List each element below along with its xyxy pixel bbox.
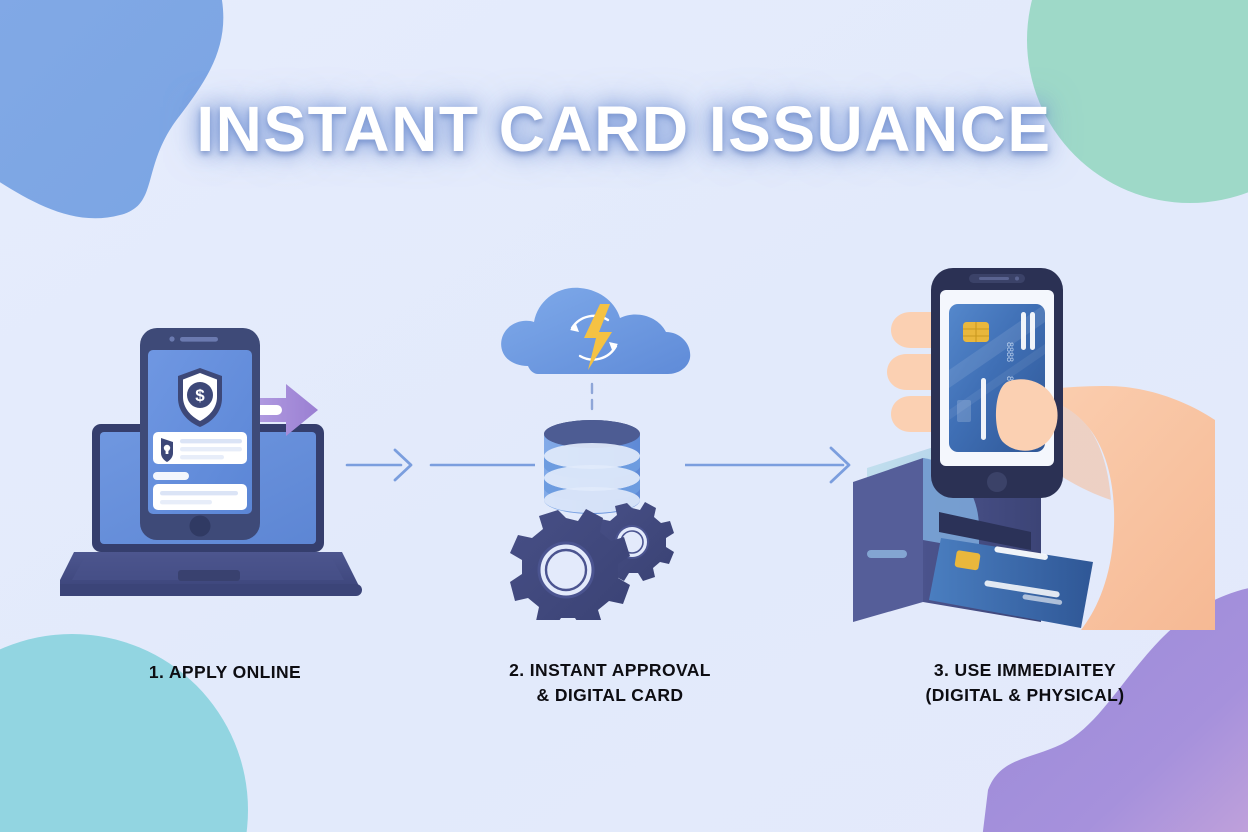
step-3-caption: 3. USE IMMEDIAITEY (DIGITAL & PHYSICAL) (925, 660, 1125, 705)
chip-icon (963, 322, 989, 342)
cloud-icon (501, 287, 691, 374)
form-card-secure (153, 432, 247, 464)
illustration-laptop-phone: $ (60, 328, 362, 596)
illustration-cloud-database-gears (501, 287, 691, 620)
shield-dollar-icon: $ (178, 368, 222, 427)
illustration-hand-phone-printer: 8888 8888 8888 (853, 268, 1215, 630)
gear-large-icon (510, 509, 630, 620)
smartphone: 8888 8888 8888 (931, 268, 1063, 498)
bottom-left-cyan-circle (0, 634, 248, 832)
step-1-apply-online: $ (60, 320, 390, 682)
step-3-use-immediately: 8888 8888 8888 3. USE IMMEDIAITEY (DIGIT… (845, 250, 1215, 705)
svg-text:8888: 8888 (1005, 342, 1015, 362)
step-2-instant-approval: 2. INSTANT APPROVAL & DIGITAL CARD (480, 270, 740, 705)
top-right-mint-circle (1027, 0, 1248, 203)
smartphone: $ (140, 328, 260, 540)
form-label-pill (153, 472, 189, 480)
step-2-caption: 2. INSTANT APPROVAL & DIGITAL CARD (509, 660, 711, 705)
arrow-step1-to-step2 (345, 448, 535, 482)
bottom-right-purple-blob (982, 588, 1248, 832)
top-left-blue-blob (0, 0, 224, 219)
svg-text:$: $ (195, 386, 205, 405)
step-1-caption: 1. APPLY ONLINE (148, 662, 302, 682)
lightning-bolt-icon (584, 304, 612, 370)
form-card (153, 484, 247, 510)
database-icon (544, 420, 640, 514)
fingertip (995, 379, 1058, 451)
digital-credit-card: 8888 8888 8888 (949, 304, 1045, 452)
arrow-step2-to-step3 (685, 446, 851, 484)
physical-credit-card (929, 538, 1093, 628)
